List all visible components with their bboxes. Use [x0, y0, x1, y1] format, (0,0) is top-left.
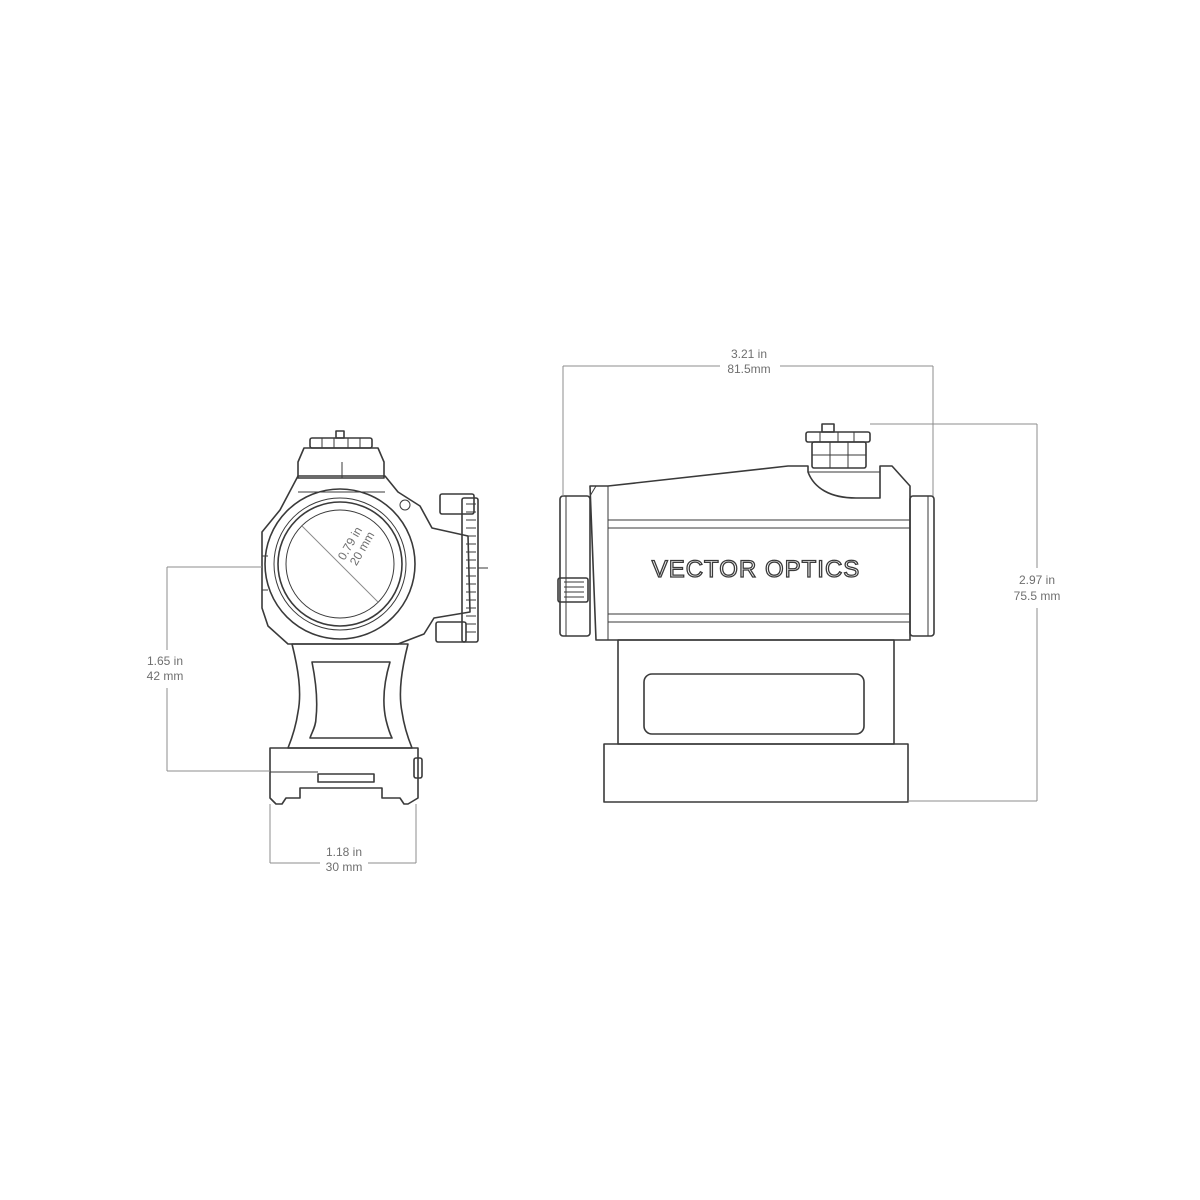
dim-overall-length-mm: 81.5mm — [727, 362, 770, 376]
front-body-housing — [261, 475, 471, 645]
dim-overall-height-in: 2.97 in — [1019, 573, 1055, 587]
dim-mount-height-in: 1.65 in — [147, 654, 183, 668]
side-view: VECTOR OPTICS 3.21 in 81.5mm 2.97 in 75.… — [557, 347, 1061, 803]
dim-overall-height-mm: 75.5 mm — [1014, 589, 1061, 603]
side-lens-caps — [557, 495, 935, 637]
dim-base-width: 1.18 in 30 mm — [269, 804, 417, 874]
side-riser-mount — [603, 639, 909, 803]
dim-lens-diameter: 0.79 in 20 mm — [335, 521, 378, 569]
brand-logo: VECTOR OPTICS — [652, 556, 861, 583]
side-logo: VECTOR OPTICS — [651, 555, 861, 583]
dim-overall-length: 3.21 in 81.5mm — [562, 347, 934, 496]
front-view: 0.79 in 20 mm 1.65 in 42 mm 1.18 in 30 m… — [147, 430, 488, 874]
svg-text:0.79 in 20 mm: 0.79 in 20 mm — [335, 521, 378, 569]
front-base-clamp — [269, 747, 423, 805]
side-main-body — [589, 465, 911, 641]
dim-overall-length-in: 3.21 in — [731, 347, 767, 361]
dim-base-width-mm: 30 mm — [326, 860, 363, 874]
front-top-turret — [297, 430, 385, 479]
side-top-turret — [805, 423, 871, 469]
dim-overall-height: 2.97 in 75.5 mm — [870, 423, 1061, 802]
dim-base-width-in: 1.18 in — [326, 845, 362, 859]
front-riser-mount — [287, 643, 413, 749]
dim-mount-height: 1.65 in 42 mm — [147, 566, 270, 772]
front-lens — [264, 488, 416, 640]
dim-mount-height-mm: 42 mm — [147, 669, 184, 683]
front-side-dial — [435, 493, 488, 643]
